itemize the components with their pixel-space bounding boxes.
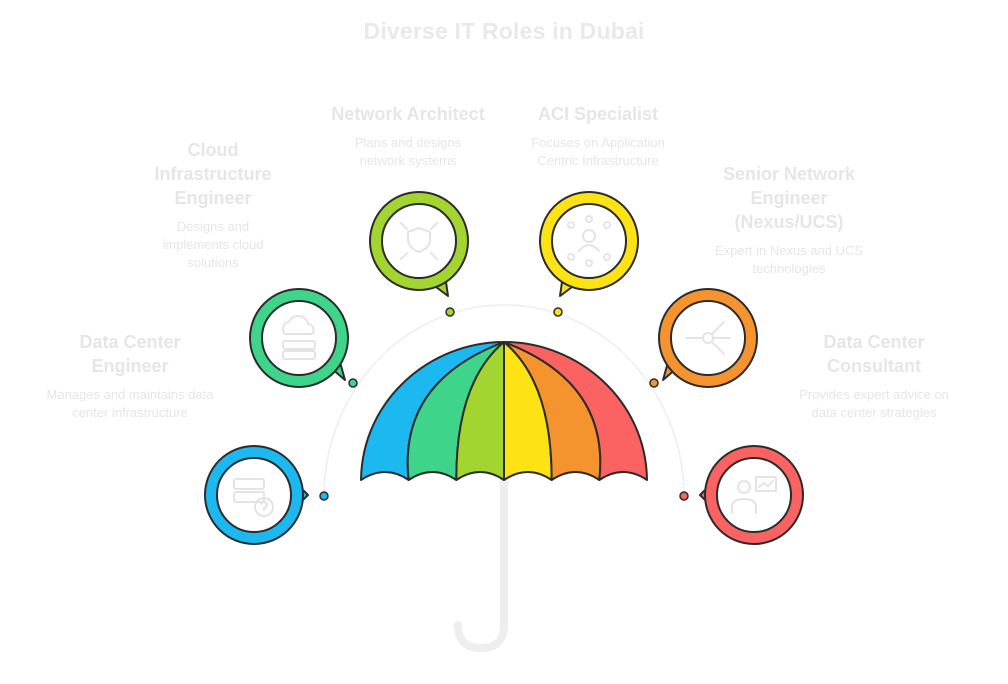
connector-dot — [679, 491, 689, 501]
bubble-inner — [716, 457, 792, 533]
canopy-segment — [503, 341, 648, 481]
consultant-presentation-icon — [731, 476, 777, 514]
role-description: Provides expert advice on data center st… — [799, 387, 949, 420]
connector-dot — [319, 491, 329, 501]
role-bubbles — [204, 191, 804, 545]
connector-dot — [649, 378, 659, 388]
bubble-cloud-infrastructure-engineer — [249, 288, 349, 388]
shield-network-icon — [400, 222, 438, 260]
connector-dot — [445, 307, 455, 317]
umbrella-handle — [454, 466, 508, 653]
role-senior-network-engineer: Senior Network Engineer (Nexus/UCS) Expe… — [706, 162, 872, 278]
user-network-icon — [567, 215, 611, 267]
role-name: Network Architect — [331, 104, 485, 124]
bubble-inner — [261, 300, 337, 376]
role-name: ACI Specialist — [537, 104, 659, 124]
bubble-aci-specialist — [539, 191, 639, 297]
role-description: Manages and maintains data center infras… — [46, 387, 214, 420]
umbrella-canopy — [360, 341, 648, 481]
role-name: Data Center Consultant — [823, 332, 925, 376]
role-cloud-infrastructure-engineer: Cloud Infrastructure Engineer Designs an… — [143, 138, 283, 272]
bubble-data-center-engineer — [204, 445, 309, 545]
connector-dot — [348, 378, 358, 388]
role-data-center-consultant: Data Center Consultant Provides expert a… — [793, 330, 955, 422]
role-name: Data Center Engineer — [79, 332, 181, 376]
role-data-center-engineer: Data Center Engineer Manages and maintai… — [45, 330, 215, 422]
role-description: Plans and designs network systems — [354, 135, 462, 168]
bubble-inner — [670, 300, 746, 376]
server-question-icon — [233, 478, 274, 517]
role-description: Focuses on Application Centric Infrastru… — [531, 135, 665, 168]
network-nodes-icon — [685, 321, 731, 355]
bubble-inner — [216, 457, 292, 533]
cloud-server-icon — [281, 314, 316, 360]
bubble-network-architect — [369, 191, 469, 297]
bubble-senior-network-engineer — [658, 288, 758, 388]
role-description: Designs and implements cloud solutions — [162, 219, 264, 270]
connector-arc — [323, 304, 685, 498]
bubble-data-center-consultant — [699, 445, 804, 545]
diagram-title: Diverse IT Roles in Dubai — [363, 18, 645, 44]
role-network-architect: Network Architect Plans and designs netw… — [318, 102, 498, 170]
role-name: Cloud Infrastructure Engineer — [154, 140, 272, 208]
connector-dot — [553, 307, 563, 317]
role-description: Expert in Nexus and UCS technologies — [714, 243, 864, 276]
bubble-inner — [381, 203, 457, 279]
role-name: Senior Network Engineer (Nexus/UCS) — [722, 164, 856, 232]
role-aci-specialist: ACI Specialist Focuses on Application Ce… — [508, 102, 688, 170]
